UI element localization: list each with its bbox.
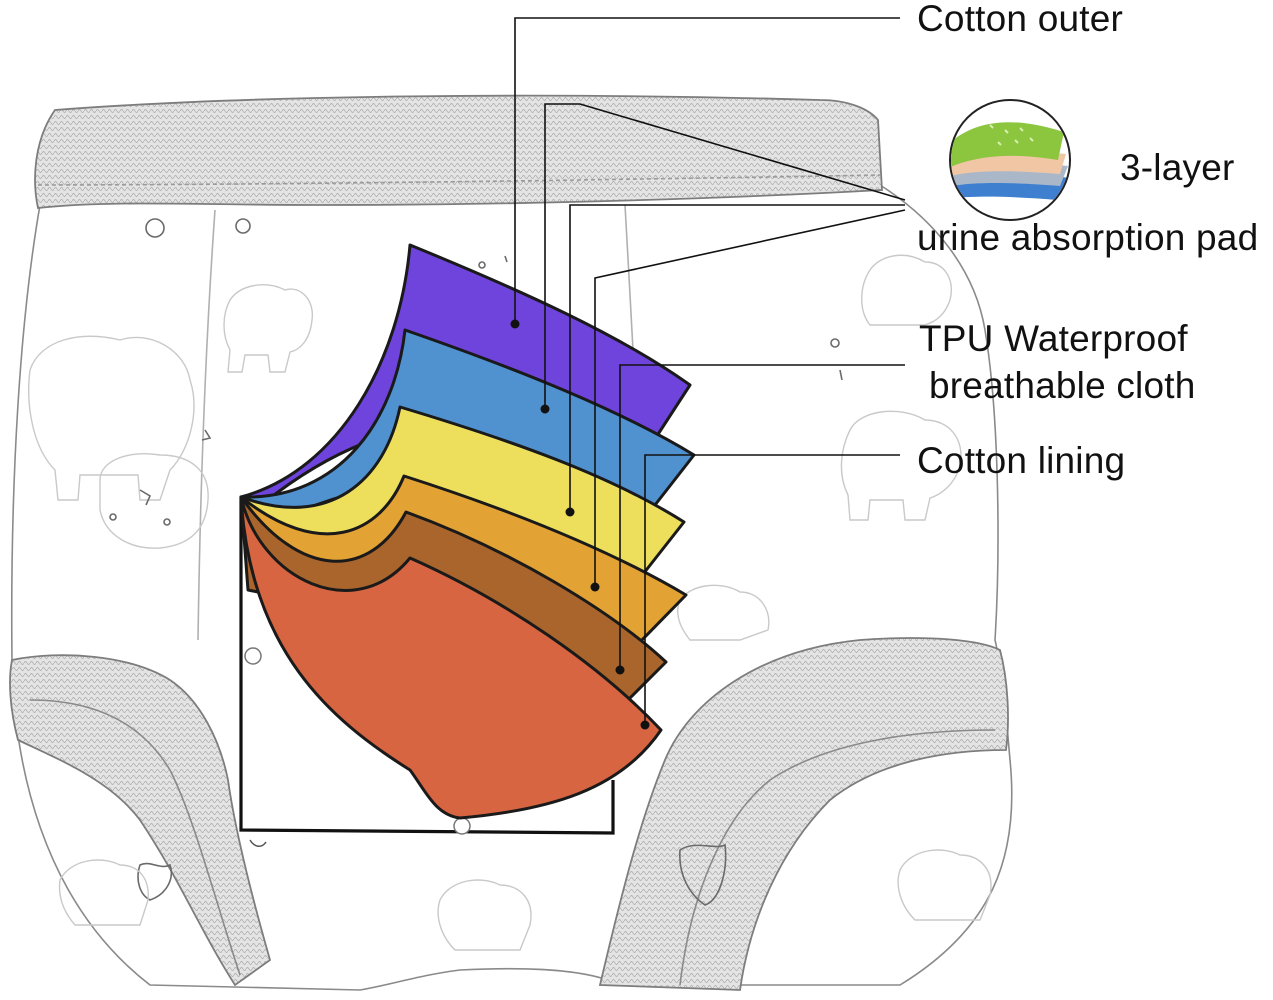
leader-absorb-1 — [544, 103, 906, 409]
label-three-layer: 3-layer — [1120, 147, 1235, 188]
leader-tpu-dot — [615, 665, 625, 675]
small-doodle-marks — [109, 218, 843, 526]
absorption-pad-thumbnail — [949, 99, 1071, 221]
waistband — [34, 94, 883, 209]
fabric-layers — [239, 243, 696, 820]
snap-button-left — [244, 647, 262, 665]
layer-cotton-lining-red — [239, 495, 663, 820]
label-cotton-outer: Cotton outer — [917, 0, 1124, 39]
callout-leaders — [510, 17, 906, 730]
left-leg-band — [9, 654, 272, 987]
leader-cotton-outer — [514, 17, 900, 324]
left-leg-opening — [29, 699, 241, 976]
label-cotton-lining: Cotton lining — [917, 440, 1126, 481]
right-leg-band — [598, 637, 1009, 991]
left-leg-stitch — [137, 862, 172, 901]
leader-cotton-outer-dot — [510, 319, 520, 329]
leader-absorb-3 — [594, 209, 906, 587]
elephant-print-motifs — [28, 254, 992, 951]
training-pants-sketch — [9, 94, 1013, 991]
leader-cotton-lining-dot — [640, 720, 650, 730]
left-side-seam — [197, 209, 216, 641]
snap-mark-small — [249, 839, 267, 847]
leader-absorb-1-dot — [540, 404, 550, 414]
snap-button-bottom — [453, 817, 471, 835]
waistband-seam — [37, 174, 881, 186]
leader-absorb-3-dot — [590, 582, 600, 592]
leader-cotton-lining — [644, 454, 900, 725]
leader-absorb-2 — [569, 204, 905, 512]
insert-pocket-outline — [239, 497, 615, 835]
right-leg-opening — [679, 729, 996, 986]
label-urine-absorption-pad: urine absorption pad — [917, 217, 1259, 258]
leader-absorb-2-dot — [565, 507, 575, 517]
label-tpu-line1: TPU Waterproof — [919, 318, 1188, 359]
label-tpu-line2: breathable cloth — [929, 365, 1196, 406]
leader-tpu — [619, 364, 905, 670]
right-leg-stitch — [679, 843, 727, 906]
